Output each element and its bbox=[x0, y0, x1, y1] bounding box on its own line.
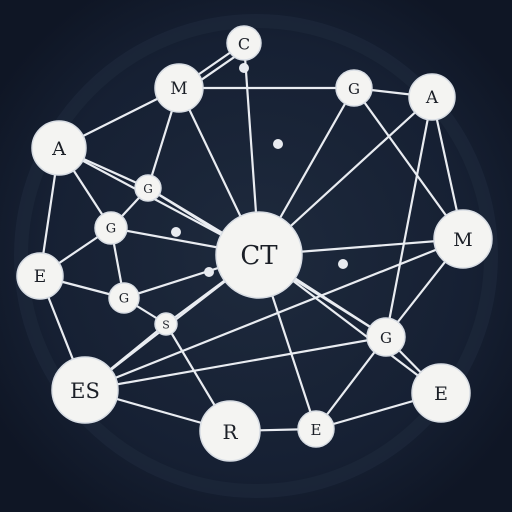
junction-dot bbox=[338, 259, 348, 269]
node-label: ES bbox=[70, 379, 100, 403]
node-label: CT bbox=[240, 241, 278, 271]
node-circle bbox=[51, 356, 119, 424]
node-n3: G bbox=[335, 69, 373, 107]
node-n1: C bbox=[226, 25, 262, 61]
node-circle bbox=[408, 73, 456, 121]
node-n11: G bbox=[108, 282, 140, 314]
edge-n3-n9 bbox=[352, 86, 465, 241]
node-label: M bbox=[453, 229, 472, 251]
node-circle bbox=[226, 25, 262, 61]
node-layer: C M G A A G G CT M E G S G ES E E R bbox=[16, 25, 493, 462]
node-label: E bbox=[34, 267, 46, 287]
background-ring bbox=[14, 14, 498, 498]
node-circle bbox=[433, 209, 493, 269]
node-label: G bbox=[119, 292, 129, 307]
node-circle bbox=[154, 63, 204, 113]
node-circle bbox=[31, 120, 87, 176]
junction-dot bbox=[171, 227, 181, 237]
junction-dot bbox=[273, 139, 283, 149]
edge-n4-n13 bbox=[384, 95, 434, 339]
node-circle bbox=[411, 363, 471, 423]
node-label: G bbox=[143, 182, 153, 196]
node-circle bbox=[215, 211, 303, 299]
node-label: G bbox=[348, 80, 360, 98]
node-label: G bbox=[380, 329, 392, 347]
node-n8: CT bbox=[215, 211, 303, 299]
node-circle bbox=[16, 252, 64, 300]
node-label: M bbox=[170, 79, 187, 99]
node-n2: M bbox=[154, 63, 204, 113]
node-n9: M bbox=[433, 209, 493, 269]
junction-dot bbox=[204, 267, 214, 277]
node-n6: G bbox=[134, 174, 162, 202]
node-circle bbox=[154, 312, 178, 336]
node-n4: A bbox=[408, 73, 456, 121]
edge-n9-n14 bbox=[83, 237, 465, 392]
node-label: G bbox=[106, 222, 116, 237]
node-label: R bbox=[222, 420, 238, 444]
node-circle bbox=[94, 211, 128, 245]
node-label: S bbox=[162, 319, 170, 332]
node-n15: E bbox=[411, 363, 471, 423]
node-n17: R bbox=[199, 400, 261, 462]
node-n12: S bbox=[154, 312, 178, 336]
node-n16: E bbox=[297, 410, 335, 448]
node-circle bbox=[366, 317, 406, 357]
node-circle bbox=[134, 174, 162, 202]
junction-dot bbox=[239, 63, 249, 73]
node-circle bbox=[297, 410, 335, 448]
node-label: C bbox=[238, 35, 250, 54]
edge-n13-n14 bbox=[83, 335, 388, 392]
node-n5: A bbox=[31, 120, 87, 176]
node-label: A bbox=[51, 138, 66, 160]
node-n7: G bbox=[94, 211, 128, 245]
node-n14: ES bbox=[51, 356, 119, 424]
node-label: E bbox=[434, 383, 448, 405]
node-circle bbox=[199, 400, 261, 462]
node-label: A bbox=[425, 88, 439, 108]
node-n13: G bbox=[366, 317, 406, 357]
node-n10: E bbox=[16, 252, 64, 300]
node-label: E bbox=[311, 421, 322, 439]
node-circle bbox=[335, 69, 373, 107]
node-circle bbox=[108, 282, 140, 314]
